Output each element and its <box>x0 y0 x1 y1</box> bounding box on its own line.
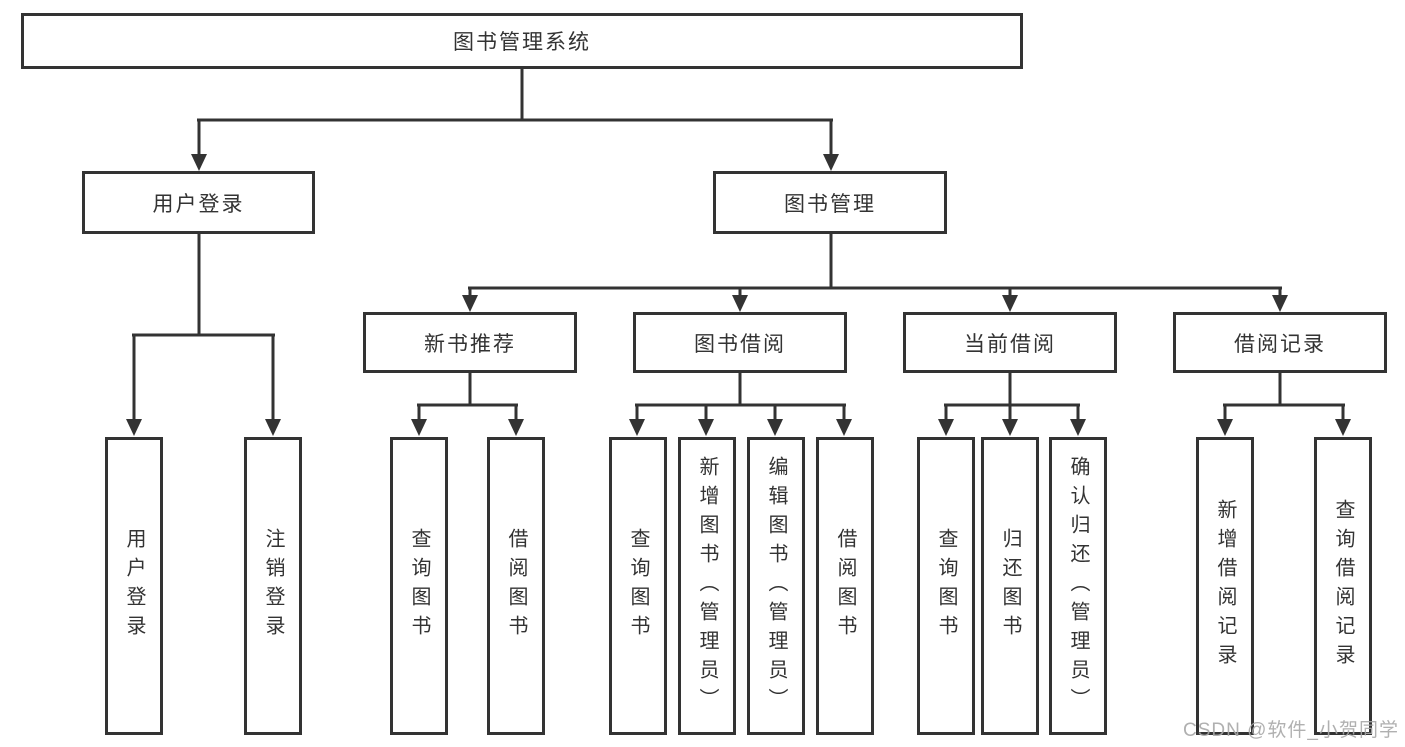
leaf-label: 归还图书 <box>999 528 1021 644</box>
leaf-query-books-recommend: 查询图书 <box>390 437 448 735</box>
leaf-edit-books-admin: 编辑图书（管理员） <box>747 437 805 735</box>
node-label: 图书借阅 <box>694 332 786 356</box>
leaf-label: 查询图书 <box>935 528 957 644</box>
node-label: 图书管理系统 <box>453 31 591 54</box>
leaf-add-borrow-record: 新增借阅记录 <box>1196 437 1254 735</box>
leaf-borrow-books-recommend: 借阅图书 <box>487 437 545 735</box>
leaf-label: 新增借阅记录 <box>1214 499 1236 673</box>
leaf-label: 用户登录 <box>123 528 145 644</box>
node-label: 借阅记录 <box>1234 332 1326 356</box>
leaf-user-login: 用户登录 <box>105 437 163 735</box>
node-current-borrowing: 当前借阅 <box>903 312 1117 373</box>
leaf-logout-login: 注销登录 <box>244 437 302 735</box>
node-label: 用户登录 <box>152 192 245 216</box>
leaf-label: 借阅图书 <box>505 528 527 644</box>
leaf-label: 查询图书 <box>627 528 649 644</box>
leaf-label: 查询图书 <box>408 528 430 644</box>
node-borrowing-records: 借阅记录 <box>1173 312 1387 373</box>
leaf-label: 新增图书（管理员） <box>696 455 718 717</box>
leaf-confirm-return-admin: 确认归还（管理员） <box>1049 437 1107 735</box>
node-library-management-system: 图书管理系统 <box>21 13 1023 69</box>
node-book-borrowing: 图书借阅 <box>633 312 847 373</box>
leaf-query-books-borrowing: 查询图书 <box>609 437 667 735</box>
leaf-label: 借阅图书 <box>834 528 856 644</box>
leaf-label: 确认归还（管理员） <box>1067 455 1089 717</box>
node-label: 当前借阅 <box>964 332 1056 356</box>
leaf-query-borrow-record: 查询借阅记录 <box>1314 437 1372 735</box>
node-label: 图书管理 <box>784 192 876 216</box>
leaf-query-books-current: 查询图书 <box>917 437 975 735</box>
leaf-add-books-admin: 新增图书（管理员） <box>678 437 736 735</box>
watermark: CSDN @软件_小贺同学 <box>1183 720 1399 741</box>
node-book-management: 图书管理 <box>713 171 947 234</box>
leaf-borrow-books-borrowing: 借阅图书 <box>816 437 874 735</box>
node-label: 新书推荐 <box>424 332 516 356</box>
node-new-book-recommend: 新书推荐 <box>363 312 577 373</box>
leaf-label: 编辑图书（管理员） <box>765 455 787 717</box>
leaf-label: 注销登录 <box>262 528 284 644</box>
leaf-label: 查询借阅记录 <box>1332 499 1354 673</box>
node-user-login: 用户登录 <box>82 171 315 234</box>
leaf-return-books: 归还图书 <box>981 437 1039 735</box>
